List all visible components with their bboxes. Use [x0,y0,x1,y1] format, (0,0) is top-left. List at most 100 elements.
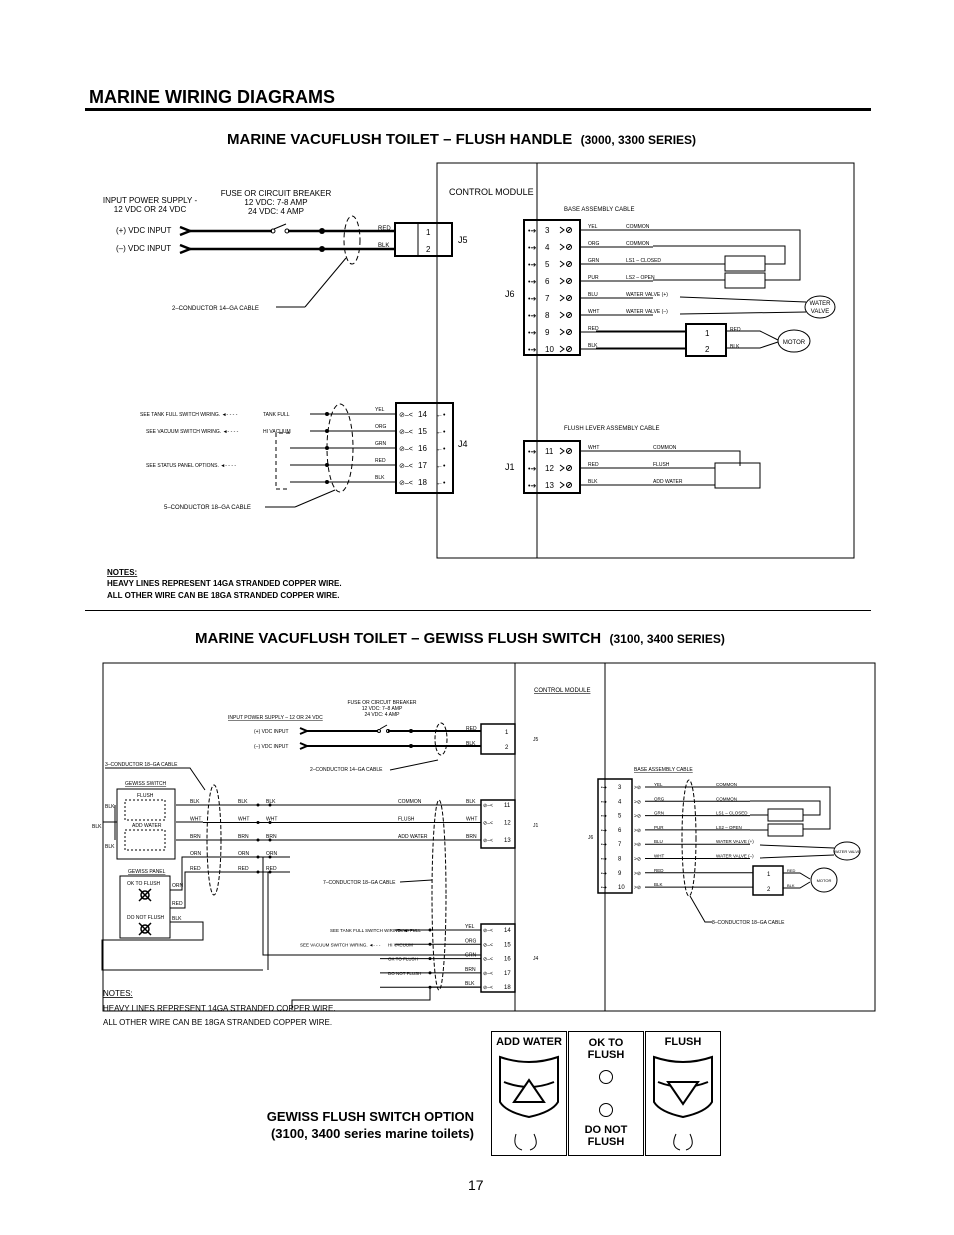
diagram1-wiring: CONTROL MODULE INPUT POWER SUPPLY - 12 V… [103,162,855,600]
svg-text:RED: RED [466,726,477,732]
d2-note-1: HEAVY LINES REPRESENT 14GA STRANDED COPP… [103,1004,336,1013]
d2-j6-function: WATER VALVE (+) [716,839,754,844]
d1-j4-terminal-icon: ⊘–< [399,463,413,470]
d2-j6-wire-color: ORG [654,796,665,801]
d2-j4-terminal-icon: ⊘–< [483,942,493,948]
d1-j6-terminal-icon [559,277,572,285]
d2-motor-wire-blk: BLK [787,883,795,888]
d1-j1-wire-color: WHT [588,445,599,451]
d1-j4-signal: TANK FULL [263,412,290,418]
d2-j6-arrow-icon: •➔ [601,857,607,863]
ok-to-flush-lamp-icon [599,1070,613,1084]
d1-breaker-2: 12 VDC: 7-8 AMP [244,198,307,207]
d2-mid-color-b: BLK [266,799,276,805]
svg-text:BLK: BLK [466,741,476,747]
d1-motor-wire-red: RED [730,327,741,333]
page-number: 17 [468,1177,484,1193]
d2-j6-arrow-icon: •➔ [601,828,607,834]
d2-j6-function: WATER VALVE (–) [716,854,754,859]
status-indicator-panel: OK TO FLUSH DO NOT FLUSH [568,1031,644,1156]
d2-mid-left-color: RED [190,866,201,872]
d2-mid-color-a: BRN [238,834,249,840]
d2-j6-terminal-icon: >⊘ [634,842,641,848]
svg-text:1: 1 [767,872,771,878]
d1-j6-wire-color: RED [588,326,599,332]
d2-j6-wire-color: RED [654,868,664,873]
diagram1-title-text: MARINE VACUFLUSH TOILET – FLUSH HANDLE [227,131,573,148]
d1-j4-note: SEE VACUUM SWITCH WIRING. ◄- - - - [146,429,239,435]
d2-mid-left-color: BRN [190,834,201,840]
d2-mid-color-a: RED [238,866,249,872]
d2-j4-connector [480,923,516,993]
d1-j6-terminal-icon [559,243,572,251]
d2-j4-wire-color: ORG [465,938,477,944]
d1-j1-arrow-icon: •➔ [528,466,536,473]
d2-j6-terminal-icon: >⊘ [634,814,641,820]
d1-j1-pin: 11 [545,447,554,456]
d1-minus-input: (–) VDC INPUT [116,244,171,253]
d2-water-valve [833,841,861,861]
page-heading: MARINE WIRING DIAGRAMS [89,87,335,107]
d2-mid-signal: ADD WATER [398,834,428,840]
svg-text:BLK: BLK [105,844,115,850]
d1-j6-wire-color: ORG [588,241,600,247]
do-not-flush-label-2: FLUSH [587,1136,625,1148]
d2-j6-pin: 7 [618,842,622,848]
d2-j6-wire-color: WHT [654,854,664,859]
svg-text:2: 2 [705,345,710,354]
d2-j4-pin: 16 [504,957,511,963]
d2-gp-ok-to-flush: OK TO FLUSH [127,881,161,887]
d2-power-supply: INPUT POWER SUPPLY – 12 OR 24 VDC [228,715,323,721]
heading-rule [85,108,871,111]
diagram2-title: MARINE VACUFLUSH TOILET – GEWISS FLUSH S… [195,630,725,647]
d1-j6-pin: 7 [545,294,550,303]
d2-outer-box [102,662,876,1012]
d2-gs-flush: FLUSH [137,793,154,799]
d1-j4-pin: 17 [418,461,427,470]
d2-note-2: ALL OTHER WIRE CAN BE 18GA STRANDED COPP… [103,1018,332,1027]
d1-j4-wire-color: BLK [375,475,385,481]
d1-j5-wire-red: RED [378,226,391,232]
d2-mid-color-b: ORN [266,851,278,857]
d1-j6-pin: 5 [545,260,550,269]
ok-to-flush-label-2: FLUSH [587,1049,625,1061]
d1-j1-pin: 13 [545,481,554,490]
d2-j5-connector [480,723,516,755]
d2-mid-right-color: WHT [466,817,477,823]
d2-motor [810,867,838,893]
diagram2-title-text: MARINE VACUFLUSH TOILET – GEWISS FLUSH S… [195,630,602,647]
add-water-icon [499,1055,559,1151]
d2-j6-function: LS2 – OPEN [716,825,742,830]
d1-j6-terminal-icon [559,294,572,302]
svg-text:1: 1 [426,228,431,237]
d1-j6-wire-color: GRN [588,258,600,264]
d1-j4-signal: HI VACUUM [263,429,291,435]
d2-ls1-switch [767,808,804,822]
d1-j5-wire-blk: BLK [378,243,389,249]
d2-j4-wire-color: BRN [465,967,476,973]
d2-j4-note: SEE VACUUM SWITCH WIRING. ◄- - - [300,942,381,947]
d1-j6-pin: 8 [545,311,550,320]
d1-j6-pin: 6 [545,277,550,286]
d2-j6-wire-color: YEL [654,782,663,787]
d2-j6-arrow-icon: •➔ [601,871,607,877]
d1-j4-terminal-icon: ⊘–< [399,429,413,436]
d2-j6-wire-color: BLK [654,882,663,887]
d2-j6-terminal-icon: >⊘ [634,857,641,863]
d2-gewiss-switch-label: GEWISS SWITCH [125,781,167,787]
d2-j4-wire-color: YEL [465,924,475,930]
d2-j6-terminal-icon: >⊘ [634,799,641,805]
d1-j6-arrow-icon: •➔ [528,245,536,252]
svg-text:2: 2 [505,745,509,751]
d2-mid-left-color: BLK [190,799,200,805]
d1-cable-5c: 5–CONDUCTOR 18–GA CABLE [164,505,251,511]
d2-j6-arrow-icon: •➔ [601,885,607,891]
d1-j4-terminal-icon: ⊘–< [399,446,413,453]
d2-motor-label: MOTOR [817,878,832,883]
d1-j6-terminal-icon [559,345,572,353]
d2-j6-terminal-icon: >⊘ [634,828,641,834]
d1-j1-function: ADD WATER [653,479,683,485]
d2-cable-3c: 3–CONDUCTOR 18–GA CABLE [105,762,178,768]
d2-gp-do-not-flush: DO NOT FLUSH [127,915,165,921]
d2-pw-blk: BLK [172,916,182,922]
